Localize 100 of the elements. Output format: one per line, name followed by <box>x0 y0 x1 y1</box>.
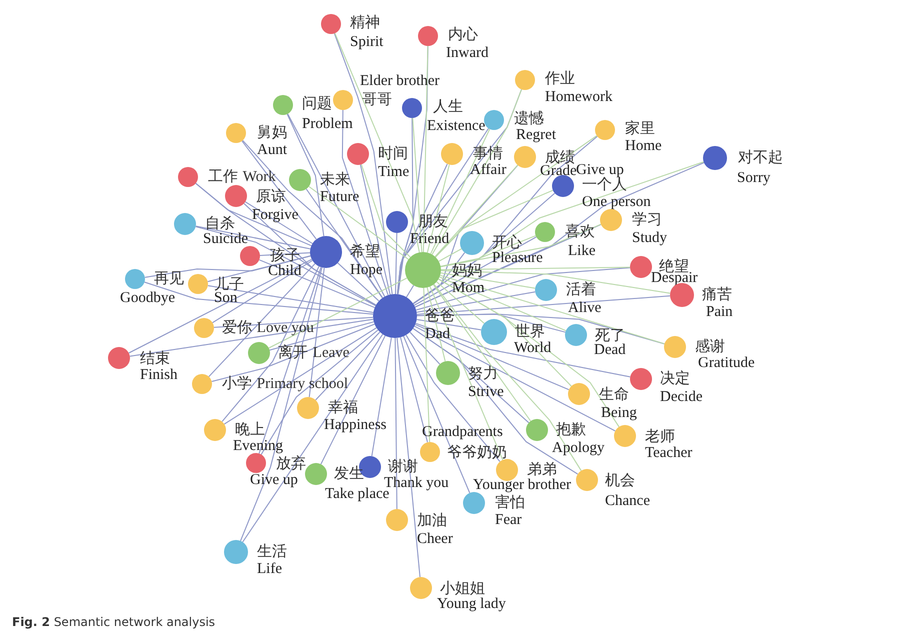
connector-line <box>406 284 414 298</box>
connector-line <box>244 201 313 244</box>
node-label: 爷爷奶奶 <box>447 444 507 461</box>
connector-line <box>214 316 374 328</box>
node-label: 人生 <box>433 98 463 115</box>
node-label: Home <box>625 138 662 155</box>
connector-line <box>396 118 414 295</box>
connector-line <box>440 235 536 267</box>
connector-line <box>414 326 616 432</box>
connector-line <box>195 226 311 250</box>
node-label: Decide <box>660 389 702 406</box>
node-label: Future <box>320 189 360 206</box>
connector-line <box>438 278 620 428</box>
node-label: Like <box>568 243 596 260</box>
node-label: 朋友 <box>418 213 448 230</box>
node-label: Son <box>214 290 238 307</box>
connector-line <box>414 324 570 390</box>
connector-line <box>410 332 440 365</box>
connector-line <box>440 224 602 268</box>
node-label: Elder brother <box>360 73 440 90</box>
node-label: 小姐姐 <box>440 580 485 597</box>
node-label: 原谅 <box>256 188 286 205</box>
connector-line <box>412 328 578 475</box>
node-label: 舅妈 <box>257 124 287 141</box>
connector-line <box>306 188 383 298</box>
connector-line <box>240 267 322 542</box>
node-label: Fear <box>495 512 522 529</box>
connector-line <box>395 232 398 294</box>
connector-line <box>269 321 374 351</box>
node-label: Hope <box>350 262 382 279</box>
node-label: 死了 <box>595 327 625 344</box>
connector-line <box>436 281 485 324</box>
node-label: 爱你 Love you <box>222 319 314 337</box>
connector-line <box>315 332 380 400</box>
node-label: Apology <box>552 440 604 457</box>
connector-line <box>440 272 536 289</box>
node-label: 结束 <box>140 350 170 367</box>
node-label: 活着 <box>566 281 596 298</box>
node-label: 害怕 <box>495 494 525 511</box>
connector-line <box>430 286 504 460</box>
node-label: 决定 <box>660 370 690 387</box>
connector-line <box>440 161 704 267</box>
connector-line <box>334 32 393 295</box>
node-label: 自杀 <box>205 215 235 232</box>
connector-line <box>268 278 408 348</box>
node-label: Mom <box>452 280 485 297</box>
connector-line <box>426 287 446 362</box>
node-label: 发生 <box>334 465 364 482</box>
node-label: Alive <box>568 300 602 317</box>
node-label: 谢谢 <box>388 458 418 475</box>
connector-line <box>195 226 376 306</box>
node-label: 问题 <box>302 95 332 112</box>
connector-line <box>128 258 312 354</box>
node-label: Finish <box>140 367 178 384</box>
connector-line <box>414 236 537 306</box>
connector-line <box>430 128 490 254</box>
connector-line <box>224 327 377 425</box>
connector-line <box>439 276 566 332</box>
connector-line <box>412 192 556 304</box>
node-label: 对不起 <box>738 149 783 166</box>
connector-line <box>432 88 522 255</box>
node-label: Inward <box>446 45 488 62</box>
connector-line <box>242 140 384 298</box>
node-label: 喜欢 <box>565 223 595 240</box>
node-label: 老师 <box>645 428 675 445</box>
connector-line <box>360 164 411 258</box>
stray-label: Give up <box>576 162 624 178</box>
connector-line <box>129 318 374 357</box>
figure-caption: Fig. 2 Semantic network analysis <box>12 615 216 630</box>
node-label: Cheer <box>417 531 453 548</box>
connector-line <box>287 113 386 298</box>
node-label: Evening <box>233 438 283 455</box>
connector-line <box>360 164 391 296</box>
node-label: 机会 <box>605 472 635 489</box>
connector-line <box>342 110 389 296</box>
node-label: Happiness <box>324 417 386 434</box>
node-label: 小学 Primary school <box>222 375 348 393</box>
connector-line <box>212 260 313 324</box>
connector-line <box>258 266 322 454</box>
node-label: Regret <box>516 127 556 144</box>
node-label: World <box>514 340 552 357</box>
node-label: 家里 <box>625 120 655 137</box>
node-label: Younger brother <box>473 477 572 494</box>
node-label: Spirit <box>350 34 384 51</box>
connector-line <box>440 266 630 270</box>
node-label: 爸爸 <box>425 307 455 324</box>
connector-line <box>416 291 536 313</box>
connector-line <box>403 336 470 494</box>
node-label: Being <box>601 405 637 422</box>
node-label: Grade <box>540 163 577 180</box>
node-label: Problem <box>302 116 353 133</box>
node-label: Give up <box>250 472 298 489</box>
connector-line <box>440 270 671 294</box>
node-label: 再见 <box>154 270 184 287</box>
connector-line <box>406 334 500 462</box>
node-label: 放弃 <box>276 455 306 472</box>
node-label: 幸福 <box>328 399 358 416</box>
node-label: 作业 <box>545 70 575 87</box>
node-label: 加油 <box>417 512 447 529</box>
node-label: 事情 <box>473 145 503 162</box>
